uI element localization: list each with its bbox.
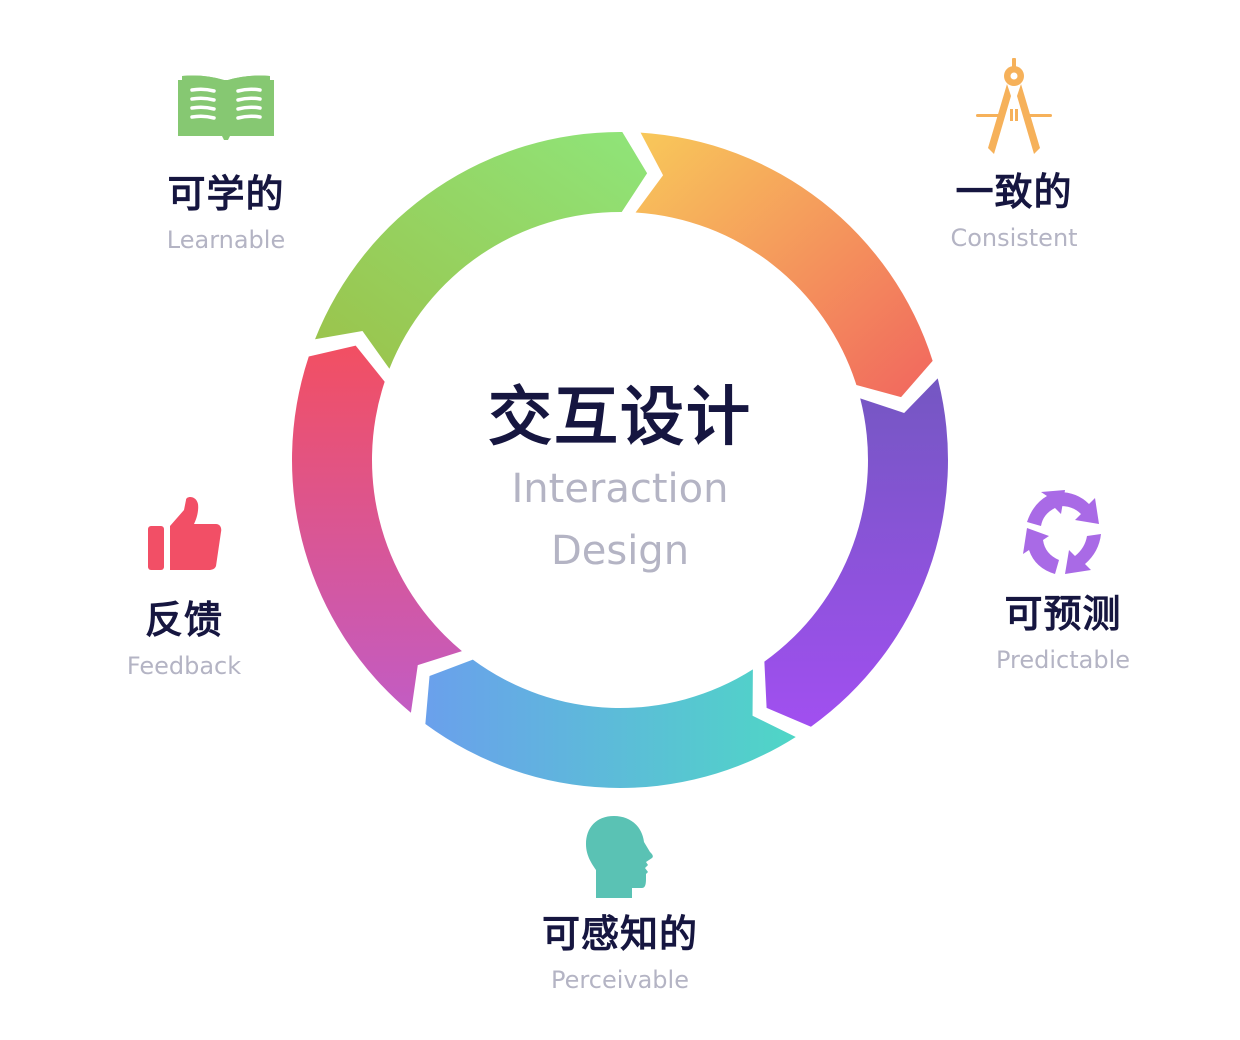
ring-segment-perceivable	[425, 659, 796, 788]
principle-title: 可学的	[167, 172, 285, 216]
principle-subtitle: Predictable	[995, 646, 1131, 674]
principle-title: 一致的	[955, 170, 1073, 214]
head-profile-icon	[586, 816, 653, 898]
principle-title: 可预测	[1004, 592, 1122, 636]
principle-subtitle: Feedback	[126, 652, 242, 680]
principle-subtitle: Perceivable	[551, 966, 689, 994]
ring-segment-learnable	[315, 132, 648, 369]
book-icon	[178, 75, 274, 140]
principle-perceivable: 可感知的 Perceivable	[500, 816, 740, 996]
principle-feedback: 反馈 Feedback	[64, 496, 304, 682]
center-title: 交互设计	[488, 381, 752, 455]
principle-title: 可感知的	[541, 912, 698, 956]
principle-consistent: 一致的 Consistent	[894, 58, 1134, 254]
center-subtitle-line2: Design	[550, 528, 690, 574]
ring-segment-consistent	[635, 132, 933, 398]
ring-segment-predictable	[764, 378, 948, 727]
principle-learnable: 可学的 Learnable	[106, 74, 346, 256]
ring-segment-feedback	[291, 345, 462, 713]
principle-title: 反馈	[144, 598, 223, 642]
principle-subtitle: Consistent	[950, 224, 1078, 252]
principle-subtitle: Learnable	[166, 226, 286, 254]
center-subtitle-line1: Interaction	[511, 466, 729, 512]
compass-icon	[976, 58, 1052, 154]
thumbs-up-icon	[148, 497, 222, 570]
principle-predictable: 可预测 Predictable	[943, 488, 1183, 676]
center-label: 交互设计 Interaction Design	[420, 378, 820, 582]
cycle-arrows-icon	[1023, 490, 1101, 574]
